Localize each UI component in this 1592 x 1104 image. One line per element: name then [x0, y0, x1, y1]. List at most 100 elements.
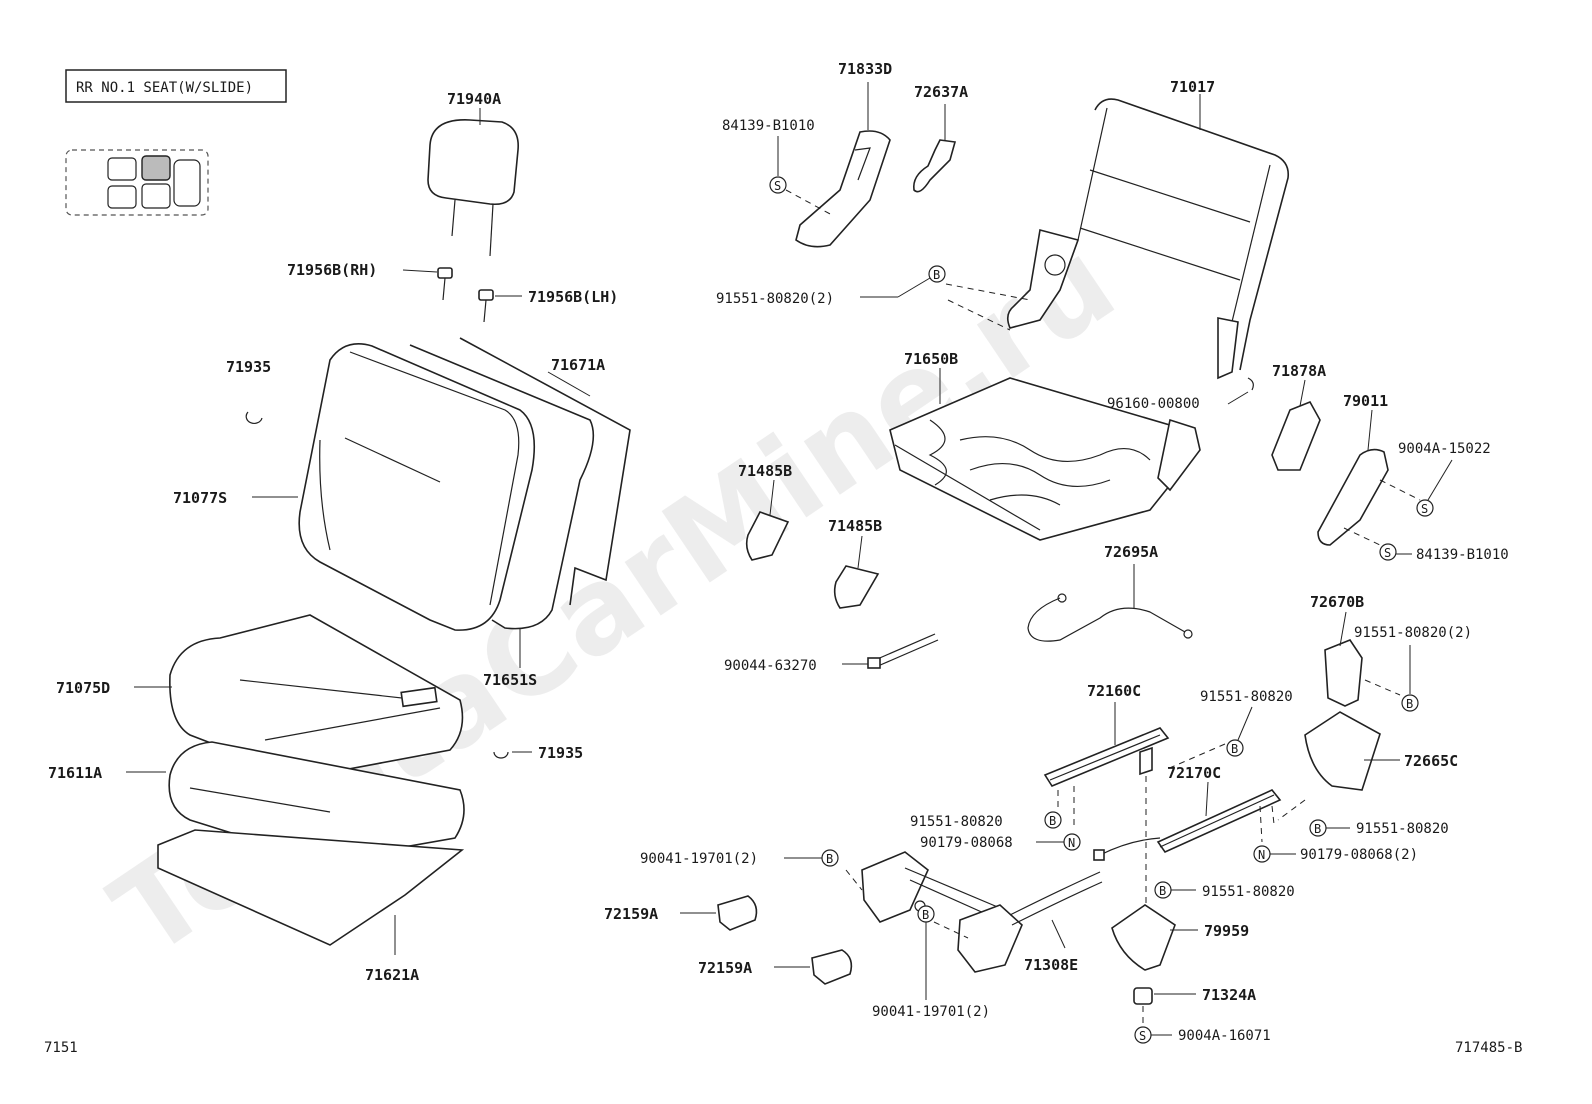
- label-71651S: 71651S: [483, 671, 537, 689]
- cushion-sheet-71621A: [157, 829, 465, 955]
- label-90179-08068-2: 90179-08068(2): [1300, 847, 1418, 863]
- bolt-symbol: B: [1309, 819, 1327, 837]
- svg-text:B: B: [1049, 814, 1056, 828]
- label-71077S: 71077S: [173, 489, 227, 507]
- headrest-support-lh: [478, 289, 522, 323]
- label-91551-80820-c: 91551-80820: [1356, 821, 1449, 837]
- bolt-symbol: B: [917, 905, 935, 923]
- svg-text:S: S: [774, 179, 781, 193]
- label-72695A: 72695A: [1104, 543, 1158, 561]
- label-90041-19701-2-b: 90041-19701(2): [872, 1004, 990, 1020]
- label-71308E: 71308E: [1024, 956, 1078, 974]
- cover-71485B-1: [745, 479, 790, 561]
- cover-71485B-2: [833, 535, 880, 609]
- seatback-frame-71017: [1006, 94, 1290, 380]
- hog-ring-71935-top: [245, 411, 263, 425]
- seat-rail-72170C: [1093, 781, 1306, 861]
- label-72170C: 72170C: [1167, 764, 1221, 782]
- label-71940A: 71940A: [447, 90, 501, 108]
- footer-right-code: 717485-B: [1455, 1040, 1522, 1056]
- label-72637A: 72637A: [914, 83, 968, 101]
- bolt-symbol: B: [928, 265, 946, 283]
- page-title: RR NO.1 SEAT(W/SLIDE): [76, 80, 253, 96]
- title-box: RR NO.1 SEAT(W/SLIDE): [65, 69, 287, 103]
- cable-tie-90044-63270: [842, 633, 939, 669]
- seat-locator-icon: [65, 149, 209, 216]
- screw-symbol: S: [769, 176, 787, 194]
- hinge-cover-71833D: [795, 82, 891, 248]
- hinge-cover-72637A: [912, 104, 957, 193]
- footer-left-code: 7151: [44, 1040, 78, 1056]
- label-91551-80820-b: 91551-80820: [910, 814, 1003, 830]
- label-79959: 79959: [1204, 922, 1249, 940]
- label-71956B-RH: 71956B(RH): [287, 261, 377, 279]
- cushion-frame-71650B: [889, 368, 1201, 541]
- cushion-cover-71075D: [134, 614, 464, 781]
- cover-72159A-1: [680, 895, 758, 931]
- bolt-symbol: B: [1226, 739, 1244, 757]
- label-71878A: 71878A: [1272, 362, 1326, 380]
- label-91551-80820-a: 91551-80820: [1200, 689, 1293, 705]
- nut-symbol: N: [1063, 833, 1081, 851]
- svg-text:N: N: [1068, 836, 1075, 850]
- clip-96160-00800: [1227, 377, 1254, 405]
- label-71833D: 71833D: [838, 60, 892, 78]
- svg-text:B: B: [922, 908, 929, 922]
- seat-rail-72160C: [1043, 702, 1170, 904]
- headrest-support-rh: [402, 267, 453, 301]
- svg-text:B: B: [1231, 742, 1238, 756]
- cover-71878A: [1271, 379, 1321, 471]
- slide-adjuster-71308E: [861, 851, 1103, 973]
- label-71956B-LH: 71956B(LH): [528, 288, 618, 306]
- label-96160-00800: 96160-00800: [1107, 396, 1200, 412]
- label-71485B-1: 71485B: [738, 462, 792, 480]
- screw-symbol: S: [1416, 499, 1434, 517]
- label-71621A: 71621A: [365, 966, 419, 984]
- label-72159A-1: 72159A: [604, 905, 658, 923]
- svg-text:B: B: [826, 852, 833, 866]
- svg-text:B: B: [1159, 884, 1166, 898]
- label-84139-B1010-top: 84139-B1010: [722, 118, 815, 134]
- bolt-symbol: B: [821, 849, 839, 867]
- label-71075D: 71075D: [56, 679, 110, 697]
- label-71671A: 71671A: [551, 356, 605, 374]
- svg-text:B: B: [1314, 822, 1321, 836]
- bolt-symbol: B: [1401, 694, 1419, 712]
- label-91551-80820-2-top: 91551-80820(2): [716, 291, 834, 307]
- label-90179-08068: 90179-08068: [920, 835, 1013, 851]
- label-71650B: 71650B: [904, 350, 958, 368]
- label-72159A-2: 72159A: [698, 959, 752, 977]
- bracket-72670B: [1324, 611, 1401, 707]
- label-90041-19701-2-a: 90041-19701(2): [640, 851, 758, 867]
- cover-72159A-2: [774, 949, 853, 985]
- bolt-symbol: B: [1154, 881, 1172, 899]
- label-71611A: 71611A: [48, 764, 102, 782]
- label-84139-B1010-right: 84139-B1010: [1416, 547, 1509, 563]
- label-71935-top: 71935: [226, 358, 271, 376]
- label-71324A: 71324A: [1202, 986, 1256, 1004]
- label-91551-80820-2-right: 91551-80820(2): [1354, 625, 1472, 641]
- headrest-71940A: [427, 108, 519, 257]
- label-71485B-2: 71485B: [828, 517, 882, 535]
- nut-symbol: N: [1253, 845, 1271, 863]
- svg-text:N: N: [1258, 848, 1265, 862]
- seatback-cover-71077S: [252, 343, 536, 631]
- label-71935-bottom: 71935: [538, 744, 583, 762]
- cap-71324A: [1133, 987, 1196, 1026]
- svg-text:S: S: [1384, 546, 1391, 560]
- cover-72665C: [1304, 711, 1400, 791]
- cover-79011: [1317, 409, 1421, 546]
- svg-text:S: S: [1139, 1029, 1146, 1043]
- label-91551-80820-d: 91551-80820: [1202, 884, 1295, 900]
- label-72665C: 72665C: [1404, 752, 1458, 770]
- svg-text:B: B: [933, 268, 940, 282]
- label-90044-63270: 90044-63270: [724, 658, 817, 674]
- svg-text:S: S: [1421, 502, 1428, 516]
- cable-72695A: [1027, 564, 1193, 642]
- screw-symbol: S: [1134, 1026, 1152, 1044]
- hog-ring-71935-bottom: [493, 751, 532, 759]
- bolt-symbol: B: [1044, 811, 1062, 829]
- svg-text:B: B: [1406, 697, 1413, 711]
